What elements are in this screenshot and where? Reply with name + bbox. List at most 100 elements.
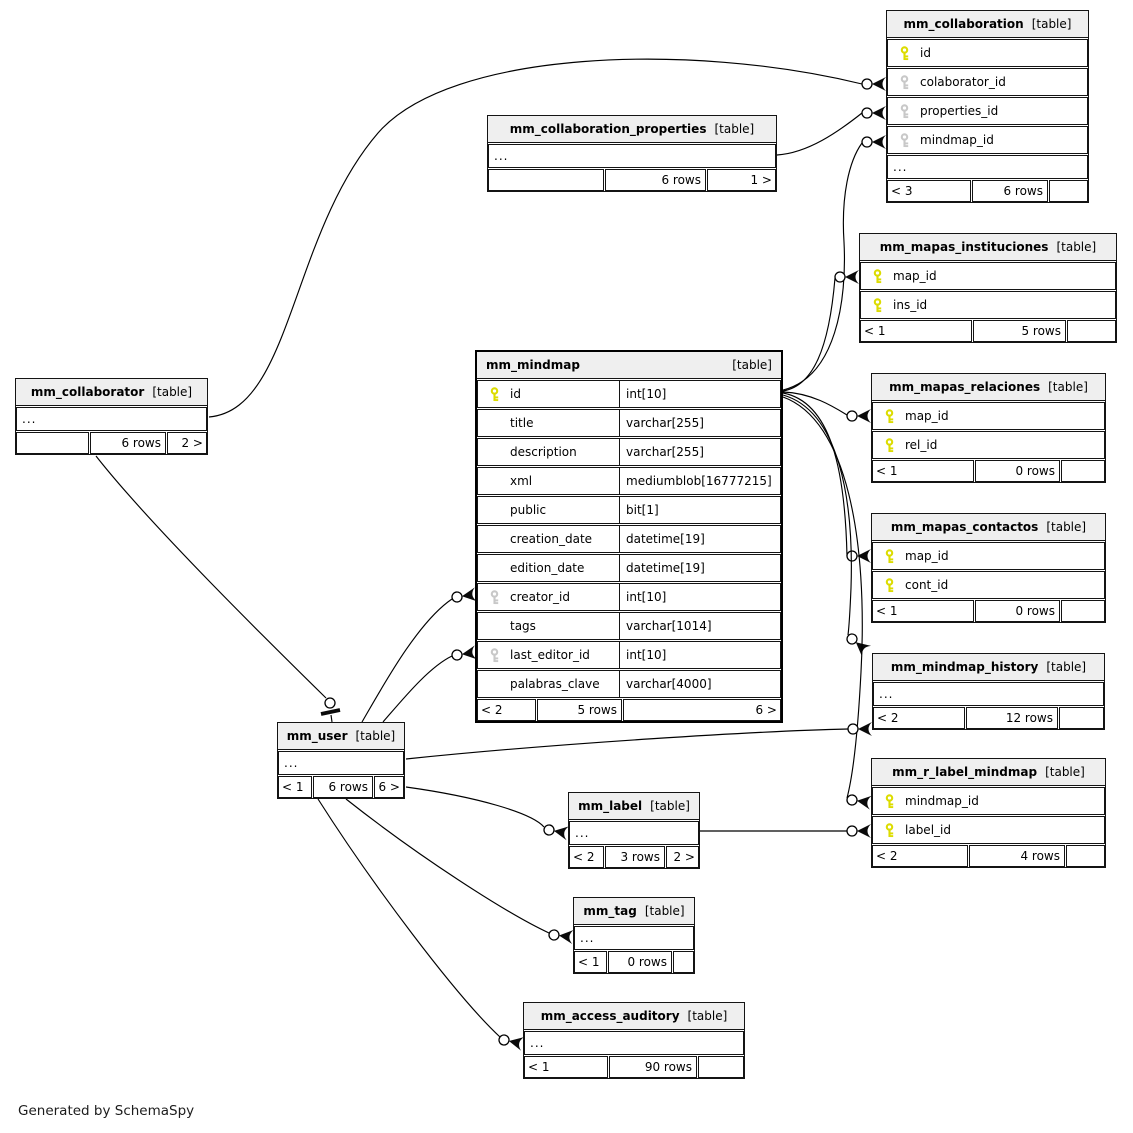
table-mm_collaboration_properties: mm_collaboration_properties [table] ... … xyxy=(487,115,777,192)
foreign-key-icon xyxy=(478,589,510,605)
column-name: mindmap_id xyxy=(920,133,994,147)
table-footer: < 1 0 rows xyxy=(574,951,694,973)
edge-mm_collaboration_properties-mm_collaboration xyxy=(776,106,886,156)
table-tag: [table] xyxy=(1045,765,1085,779)
parents-count: < 2 xyxy=(873,707,965,729)
parents-count: < 2 xyxy=(872,845,968,867)
table-footer: < 2 3 rows 2 > xyxy=(569,846,699,868)
column-row-map_id: map_id xyxy=(872,542,1105,570)
children-count xyxy=(1061,600,1105,622)
column-name-cell: creation_date xyxy=(478,526,620,552)
parents-count: < 1 xyxy=(872,460,974,482)
column-type: varchar[4000] xyxy=(626,677,712,691)
table-tag: [table] xyxy=(644,904,685,918)
table-mm_tag: mm_tag [table] ... < 1 0 rows xyxy=(573,897,695,974)
children-count: 6 > xyxy=(623,699,781,721)
table-name: mm_label xyxy=(578,799,643,813)
column-name-cell: title xyxy=(478,410,620,436)
table-header[interactable]: mm_label [table] xyxy=(569,793,699,820)
table-name: mm_access_auditory xyxy=(540,1009,680,1023)
children-count: 2 > xyxy=(167,432,207,454)
table-tag: [table] xyxy=(714,122,755,136)
column-row-ins_id: ins_id xyxy=(860,291,1116,319)
table-header[interactable]: mm_collaborator [table] xyxy=(16,379,207,406)
parents-count: < 1 xyxy=(860,320,972,342)
table-header[interactable]: mm_mindmap_history [table] xyxy=(873,654,1104,681)
table-header[interactable]: mm_user [table] xyxy=(278,723,404,750)
children-count xyxy=(1061,460,1105,482)
parents-count: < 1 xyxy=(574,951,607,973)
rows-count: 90 rows xyxy=(609,1056,697,1078)
table-name: mm_mapas_relaciones xyxy=(889,380,1041,394)
elided-columns-row: ... xyxy=(488,144,776,168)
table-name: mm_mindmap_history xyxy=(890,660,1039,674)
table-footer: 6 rows 2 > xyxy=(16,432,207,454)
table-tag: [table] xyxy=(1031,17,1072,31)
table-name: mm_collaborator xyxy=(30,385,145,399)
table-footer: < 2 5 rows 6 > xyxy=(477,699,781,721)
column-row-id: id xyxy=(887,39,1088,67)
children-count: 1 > xyxy=(707,169,776,191)
table-header[interactable]: mm_mapas_relaciones [table] xyxy=(872,374,1105,401)
column-name: edition_date xyxy=(510,561,585,575)
column-name-cell: edition_date xyxy=(478,555,620,581)
column-type: datetime[19] xyxy=(626,561,705,575)
table-header[interactable]: mm_access_auditory [table] xyxy=(524,1003,744,1030)
table-footer: < 1 90 rows xyxy=(524,1056,744,1078)
table-header[interactable]: mm_mapas_contactos [table] xyxy=(872,514,1105,541)
table-name: mm_tag xyxy=(583,904,637,918)
edge-mm_mindmap-mm_mindmap_history xyxy=(782,394,872,657)
edge-mm_user-mm_mindmap-creator_id xyxy=(361,587,477,723)
column-name: palabras_clave xyxy=(510,677,600,691)
parents-count: < 1 xyxy=(872,600,974,622)
table-name: mm_collaboration xyxy=(903,17,1024,31)
rows-count: 3 rows xyxy=(605,846,665,868)
table-footer: 6 rows 1 > xyxy=(488,169,776,191)
column-name: description xyxy=(510,445,577,459)
table-header[interactable]: mm_r_label_mindmap [table] xyxy=(872,759,1105,786)
table-header[interactable]: mm_tag [table] xyxy=(574,898,694,925)
column-row-properties_id: properties_id xyxy=(887,97,1088,125)
table-mm_collaborator: mm_collaborator [table] ... 6 rows 2 > xyxy=(15,378,208,455)
table-footer: < 2 12 rows xyxy=(873,707,1104,729)
table-mm_user: mm_user [table] ... < 1 6 rows 6 > xyxy=(277,722,405,799)
edge-mm_user-mm_mindmap-last_editor_id xyxy=(382,645,477,723)
elided-columns-row: ... xyxy=(278,751,404,775)
table-tag: [table] xyxy=(355,729,396,743)
table-tag: [table] xyxy=(1046,520,1087,534)
children-count xyxy=(1066,845,1105,867)
column-name-cell: palabras_clave xyxy=(478,671,620,697)
table-tag: [table] xyxy=(1056,240,1097,254)
table-header[interactable]: mm_collaboration_properties [table] xyxy=(488,116,776,143)
children-count: 2 > xyxy=(666,846,699,868)
column-row-label_id: label_id xyxy=(872,816,1105,844)
column-name: title xyxy=(510,416,534,430)
table-mm_label: mm_label [table] ... < 2 3 rows 2 > xyxy=(568,792,700,869)
column-name: id xyxy=(920,46,931,60)
table-header[interactable]: mm_collaboration [table] xyxy=(887,11,1088,38)
rows-count: 0 rows xyxy=(975,600,1060,622)
column-name-cell: id xyxy=(478,381,620,407)
table-name: mm_r_label_mindmap xyxy=(892,765,1038,779)
table-header[interactable]: mm_mindmap [table] xyxy=(477,352,781,379)
rows-count: 4 rows xyxy=(969,845,1065,867)
table-name: mm_mapas_contactos xyxy=(890,520,1039,534)
column-name: cont_id xyxy=(905,578,949,592)
rows-count: 0 rows xyxy=(975,460,1060,482)
column-type: int[10] xyxy=(626,590,667,604)
table-mm_mapas_contactos: mm_mapas_contactos [table] map_id cont_id… xyxy=(871,513,1106,623)
table-footer: < 2 4 rows xyxy=(872,845,1105,867)
table-tag: [table] xyxy=(687,1009,728,1023)
column-row-rel_id: rel_id xyxy=(872,431,1105,459)
elided-columns-row: ... xyxy=(569,821,699,845)
column-name-cell: xml xyxy=(478,468,620,494)
table-header[interactable]: mm_mapas_instituciones [table] xyxy=(860,234,1116,261)
primary-key-icon xyxy=(873,548,905,564)
